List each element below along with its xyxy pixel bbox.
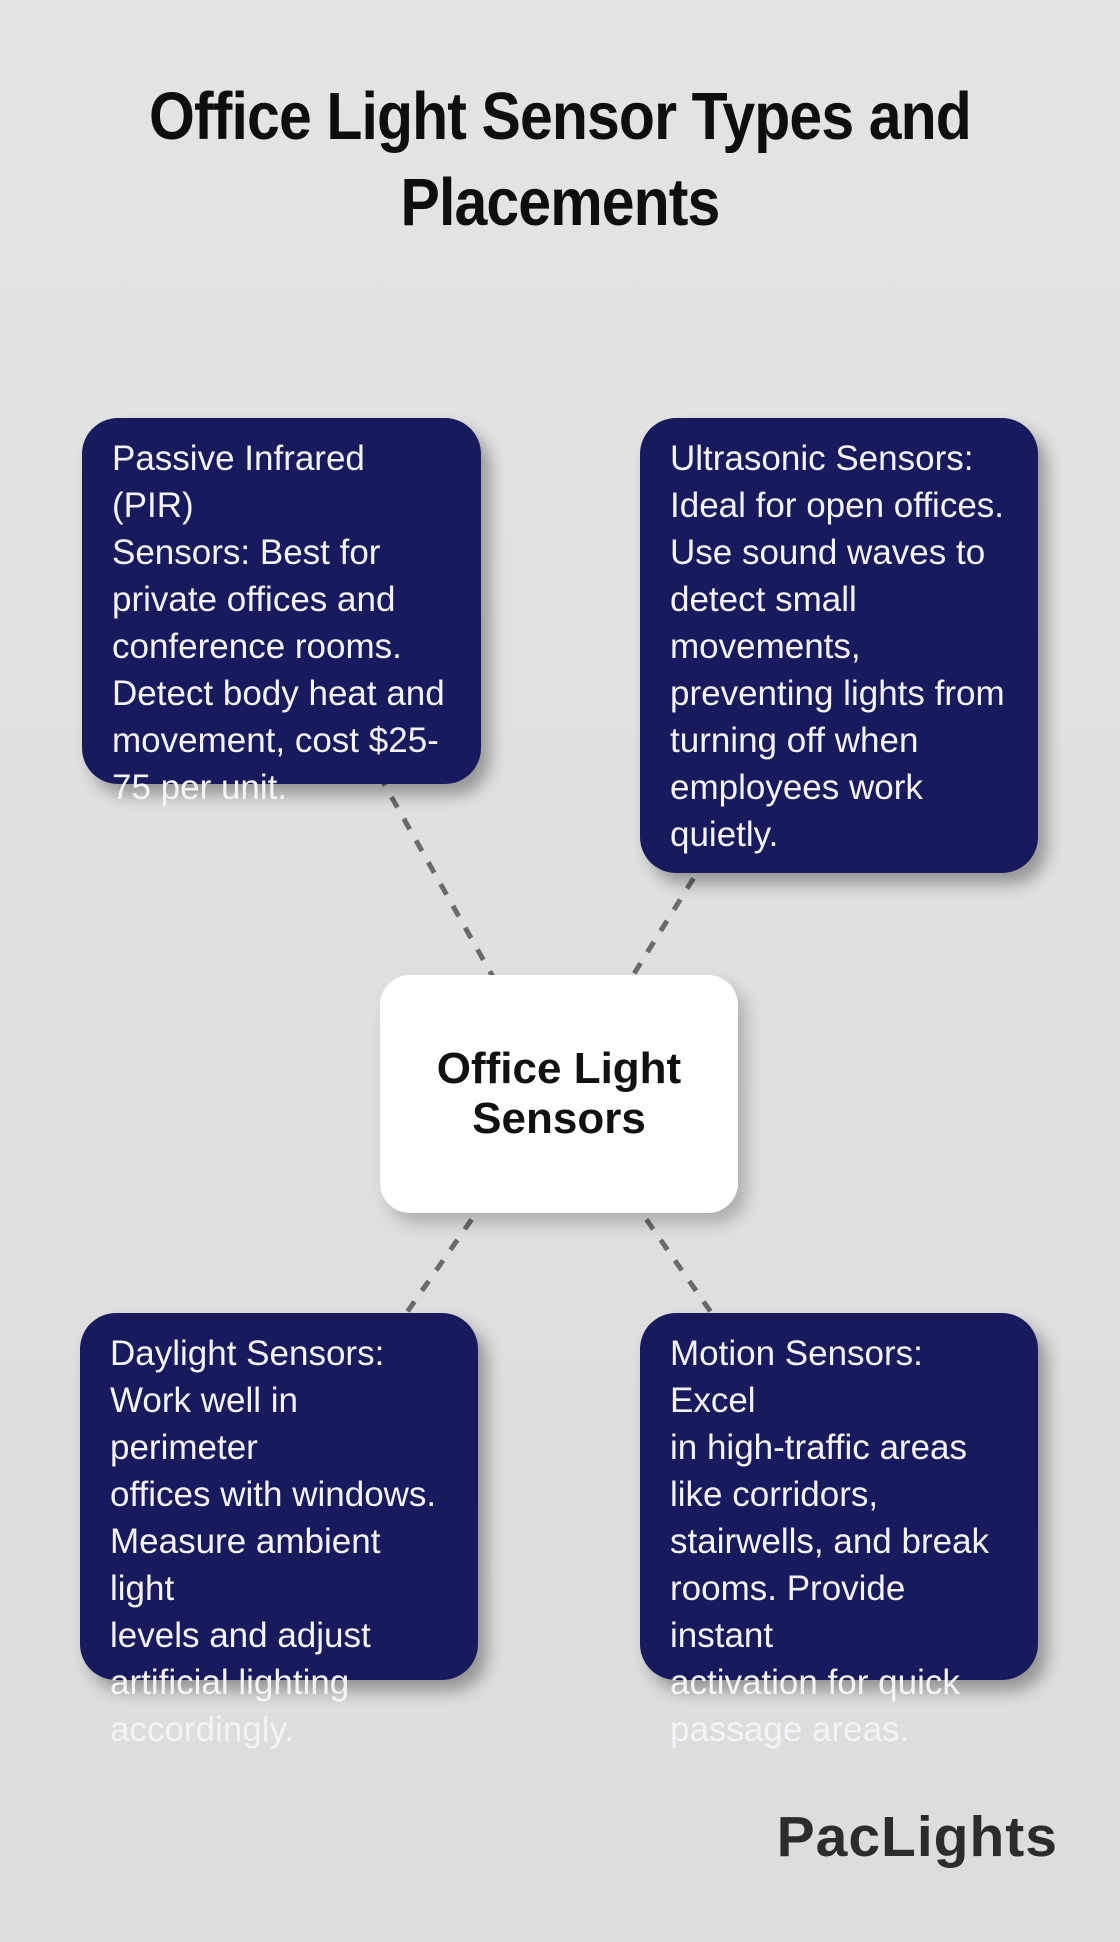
page-title: Office Light Sensor Types and Placements: [149, 79, 972, 241]
node-ultrasonic-text: Ultrasonic Sensors: Ideal for open offic…: [670, 439, 1005, 854]
node-daylight-text: Daylight Sensors: Work well in perimeter…: [110, 1334, 437, 1749]
node-daylight-sensors: Daylight Sensors: Work well in perimeter…: [80, 1313, 478, 1749]
node-pir-sensors: Passive Infrared (PIR) Sensors: Best for…: [82, 418, 481, 807]
node-ultrasonic-sensors: Ultrasonic Sensors: Ideal for open offic…: [640, 418, 1038, 873]
node-motion-text: Motion Sensors: Excel in high-traffic ar…: [670, 1334, 990, 1749]
center-node-office-light-sensors: Office Light Sensors: [380, 975, 738, 1213]
node-pir-text: Passive Infrared (PIR) Sensors: Best for…: [112, 439, 445, 807]
connector-line-pir: [278, 599, 562, 1096]
paclights-logo: PacLights: [776, 1805, 1058, 1869]
center-node-label: Office Light Sensors: [436, 1044, 682, 1143]
node-motion-sensors: Motion Sensors: Excel in high-traffic ar…: [640, 1313, 1038, 1749]
